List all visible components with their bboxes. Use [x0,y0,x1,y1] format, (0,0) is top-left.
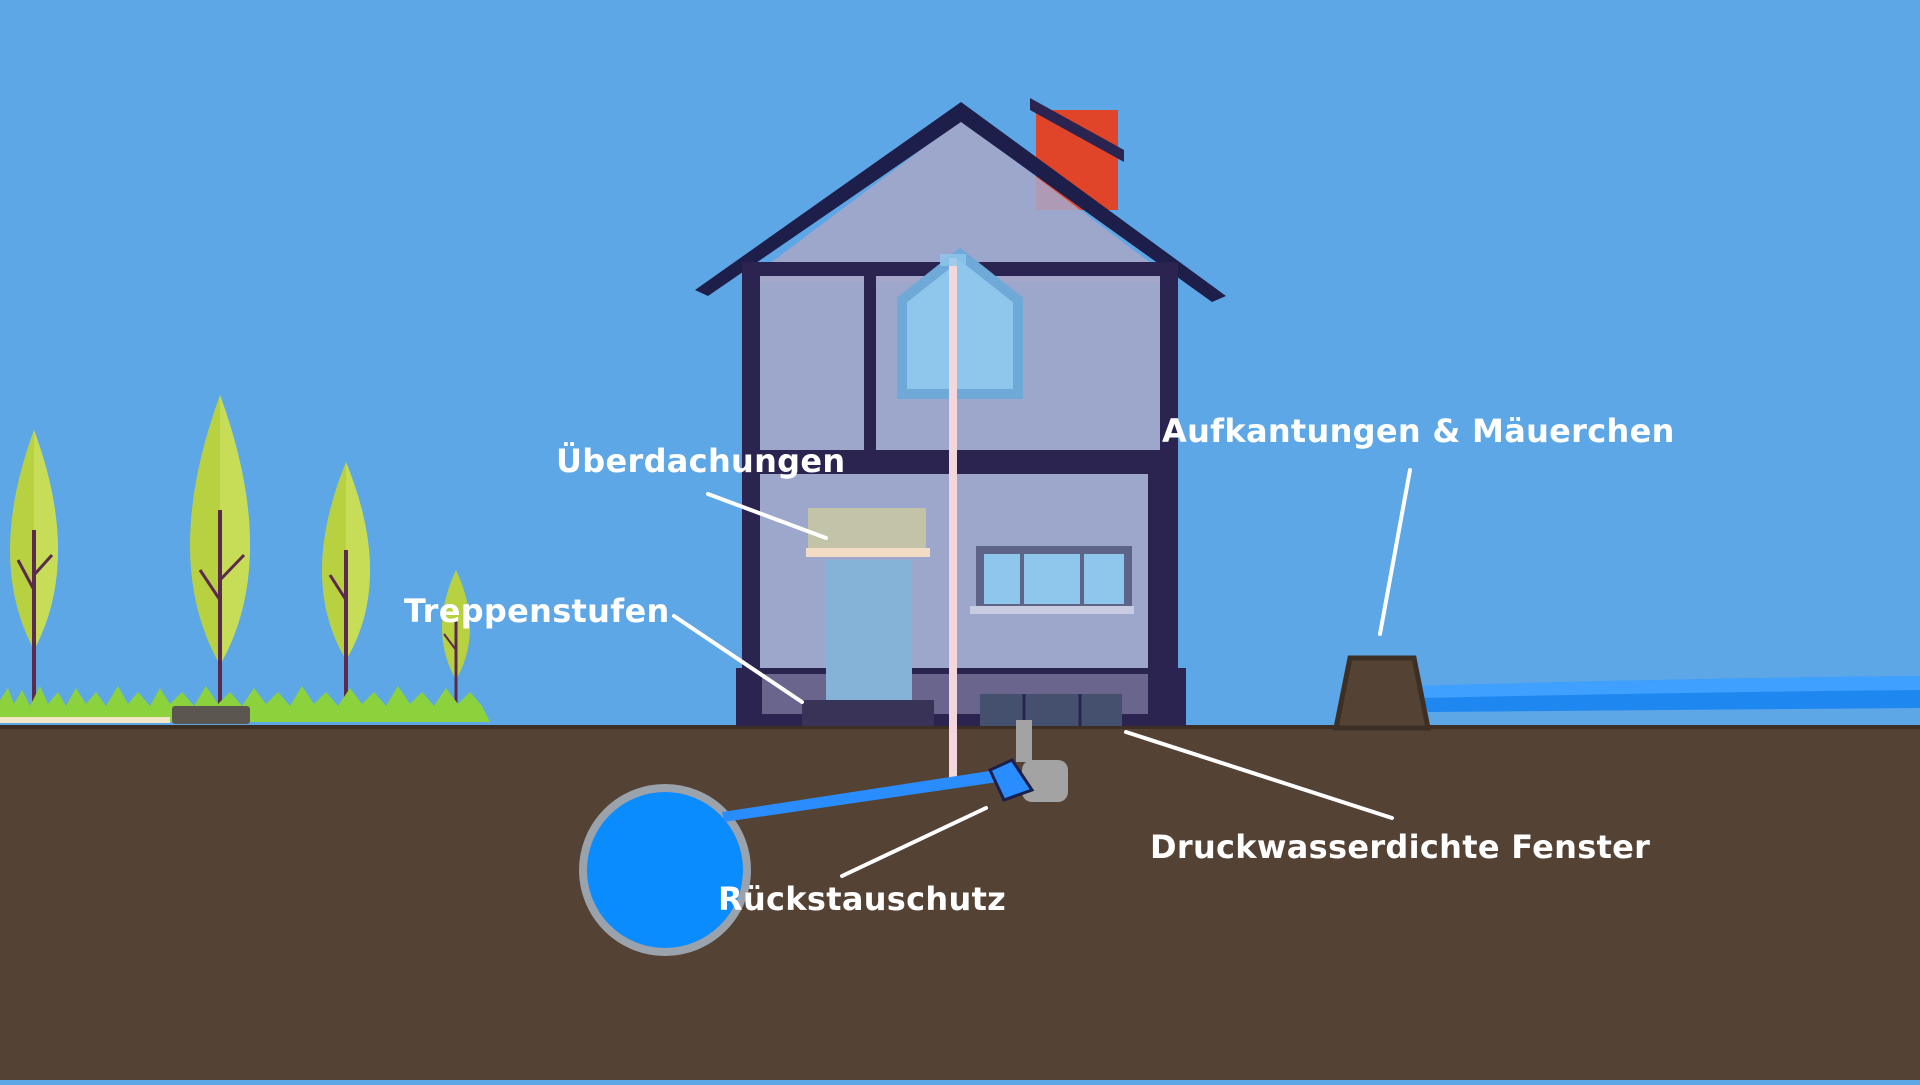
leader-aufkantungen [1378,468,1412,636]
attic-window [897,247,1023,399]
door [826,560,912,700]
trees [10,395,470,715]
drain-pipe [949,258,957,778]
sewer-pipe [722,770,998,822]
label-druckwasser: Druckwasserdichte Fenster [1150,828,1651,866]
leader-lines [672,468,1412,878]
ground-floor-window [970,546,1134,614]
label-treppenstufen: Treppenstufen [404,592,670,630]
drain-cover [172,706,250,724]
tree-1 [10,430,58,715]
leader-treppenstufen [672,614,804,704]
label-ueberdachungen: Überdachungen [556,442,846,480]
label-rueckstau: Rückstauschutz [718,880,1007,918]
house [695,102,1226,726]
basement-window [980,694,1122,726]
tree-2 [190,395,250,715]
leader-rueckstau [840,806,988,878]
sewer-tank [579,784,751,956]
tree-4 [442,570,470,712]
label-aufkantungen: Aufkantungen & Mäuerchen [1162,412,1675,450]
grass [0,686,490,722]
canopy [808,508,926,548]
steps [802,700,934,726]
path-strip [0,717,170,723]
leader-ueberdachungen [706,492,828,540]
leader-druckwasser [1124,730,1394,820]
upstand-wall [1332,655,1432,731]
tree-3 [322,462,370,710]
backflow-valve [988,720,1068,802]
